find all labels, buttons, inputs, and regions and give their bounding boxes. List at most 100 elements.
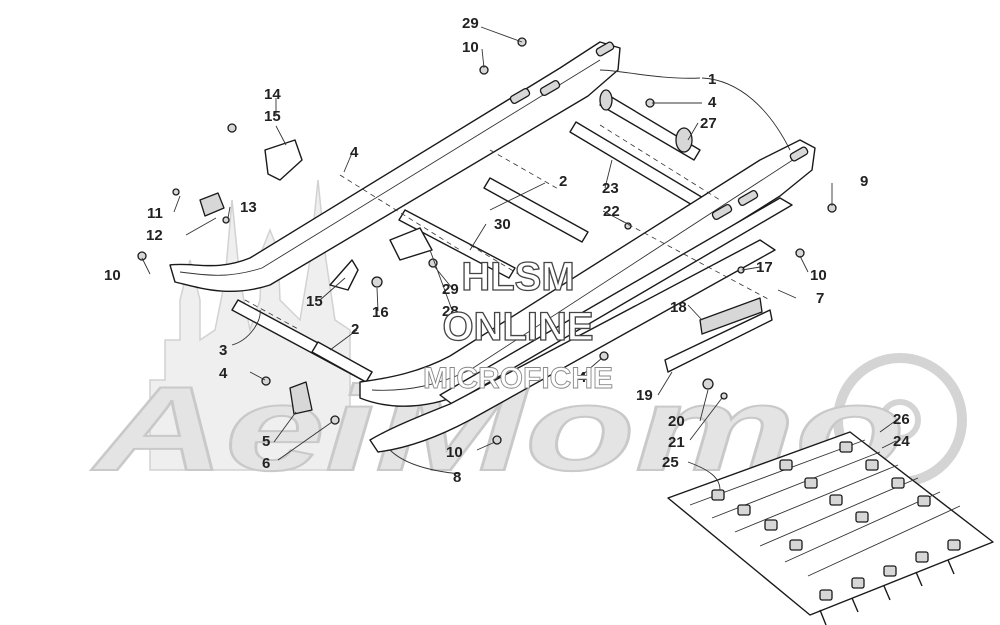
bolt-10 [795,248,805,258]
track-clip [839,441,853,453]
track-clip [804,477,818,489]
track-clip [883,565,897,577]
callout-18: 18 [670,299,687,316]
callout-22: 22 [603,203,620,220]
track-belt [667,431,994,616]
rail-slot [789,146,809,162]
callout-6: 6 [262,455,270,472]
callout-10: 10 [810,267,827,284]
callout-15: 15 [264,108,281,125]
rear-axle [599,89,701,161]
callout-4: 4 [578,369,587,386]
track-clip [737,504,751,516]
rail-slot [509,87,531,105]
right-rail [359,139,816,407]
bracket-15-lower [329,259,359,291]
watermark-microfiche: MICROFICHE [423,362,613,395]
nut-16 [371,276,383,288]
callout-16: 16 [372,304,389,321]
left-rail-body [169,41,621,292]
callout-1: 1 [708,71,716,88]
callout-11: 11 [147,205,163,222]
track-clip [819,589,833,601]
callout-3: 3 [219,342,227,359]
callout-29: 29 [442,281,459,298]
callout-13: 13 [240,199,257,216]
track-clip [891,477,905,489]
callouts: 29 10 1 4 27 14 15 4 2 23 9 11 13 12 22 … [104,15,910,486]
callout-26: 26 [893,411,910,428]
crossbar-30 [398,209,516,279]
track-clip [855,511,869,523]
bolt-10 [137,251,147,261]
nut-4 [261,376,271,386]
left-rail [169,41,621,292]
callout-4: 4 [219,365,228,382]
block-12 [199,192,225,217]
callout-10: 10 [446,444,463,461]
left-rail-edge [179,59,601,276]
rail-slot [711,203,733,221]
track-belt-lines [689,439,961,577]
rear-axle-bushing [675,127,693,153]
callout-14: 14 [264,86,281,103]
callout-8: 8 [453,469,461,486]
callout-19: 19 [636,387,653,404]
bracket-15-upper [264,139,303,181]
lower-skid-8 [369,239,776,453]
watermark-online: ONLINE [442,305,593,349]
track-clip [711,489,725,501]
callout-5: 5 [262,433,270,450]
callout-30: 30 [494,216,511,233]
right-rail-body [359,139,816,407]
hlsm-watermark: HLSM ONLINE MICROFICHE [423,254,614,395]
callout-28: 28 [442,303,459,320]
track-clip [865,459,879,471]
track-clip [829,494,843,506]
wear-block-18 [699,297,763,335]
crossbar-middle [483,177,589,243]
track-clip [917,495,931,507]
callout-17: 17 [756,259,773,276]
callout-12: 12 [146,227,163,244]
callout-9: 9 [860,173,868,190]
callout-2: 2 [559,173,567,190]
slide-runner [439,197,793,405]
callout-27: 27 [700,115,717,132]
callout-7: 7 [816,290,824,307]
right-rail-edge [371,151,806,391]
callout-10: 10 [462,39,479,56]
rear-axle-flange [599,89,613,111]
callout-4: 4 [708,94,717,111]
track-clip [779,459,793,471]
plate-19 [664,309,773,373]
callout-23: 23 [602,180,619,197]
bumper-5 [289,381,313,415]
bolt-14 [227,123,237,133]
bracket-28 [389,227,433,261]
dashed-assembly-lines [244,124,771,331]
callout-21: 21 [668,434,685,451]
rail-slot [595,41,615,57]
bolt-6 [330,415,340,425]
screw-11 [172,188,180,196]
callout-24: 24 [893,433,910,450]
callout-29: 29 [462,15,479,32]
bolt-21 [720,392,728,400]
track-clip [947,539,961,551]
track-clip [789,539,803,551]
callout-25: 25 [662,454,679,471]
wheel-hub-shape [879,399,921,441]
track-lugs [819,559,955,625]
screw-13 [222,216,230,224]
callout-4: 4 [350,144,359,161]
callout-2: 2 [351,321,359,338]
callout-20: 20 [668,413,685,430]
leader-lines [141,26,899,491]
rail-slot [539,79,561,97]
watermark-hlsm: HLSM [461,255,574,299]
rail-slot [737,189,759,207]
track-clip [915,551,929,563]
